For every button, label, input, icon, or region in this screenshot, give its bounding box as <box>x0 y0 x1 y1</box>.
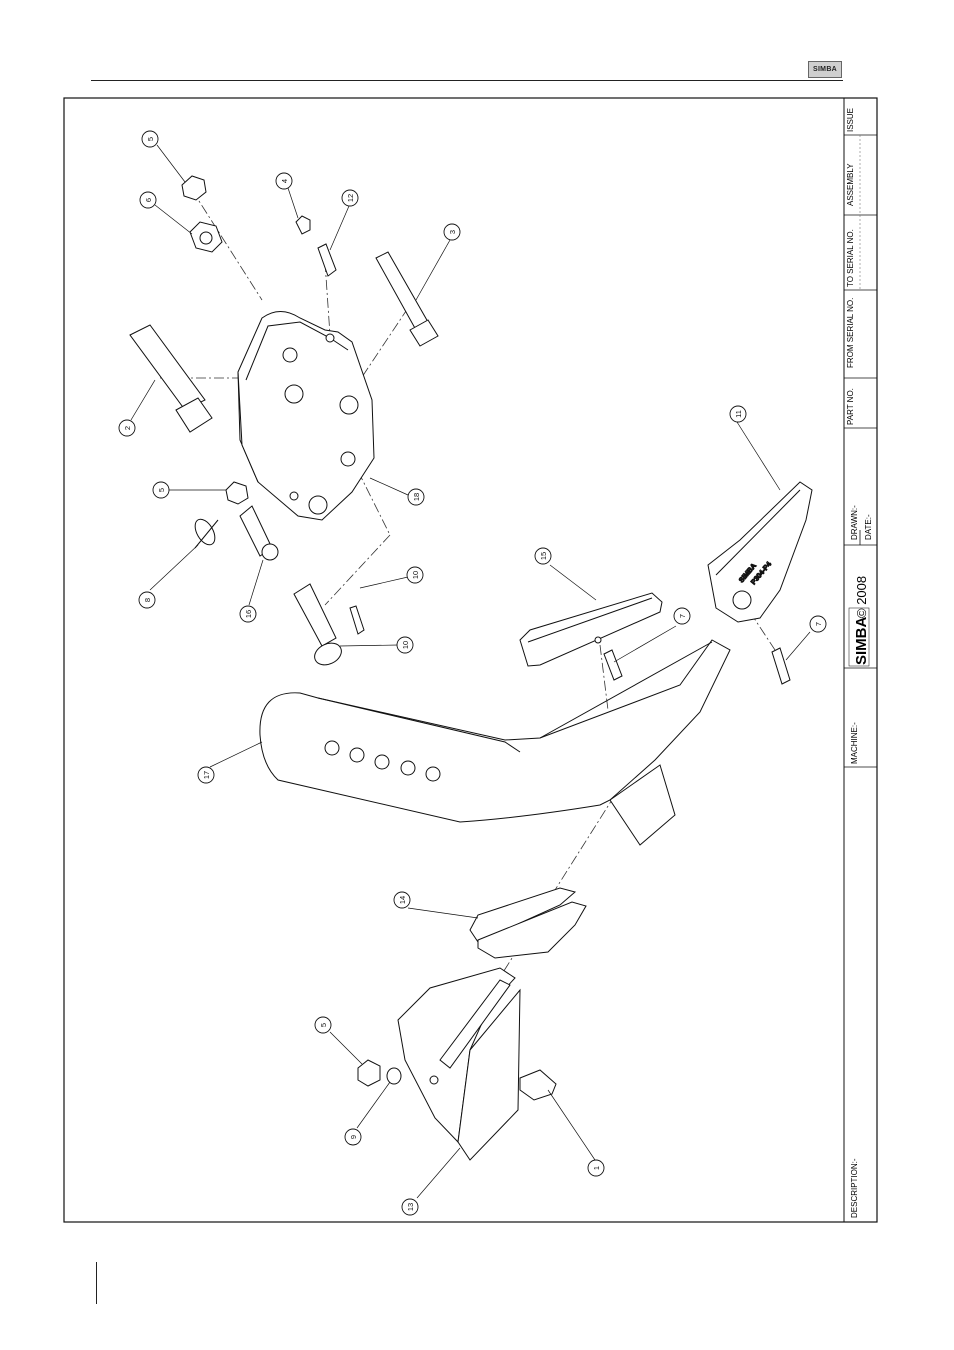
svg-text:10: 10 <box>411 571 420 579</box>
part-10-pin <box>294 584 364 669</box>
svg-text:18: 18 <box>412 493 421 501</box>
svg-text:9: 9 <box>349 1135 358 1139</box>
callout-bubble: 16 <box>240 606 256 622</box>
title-machine: MACHINE:- <box>850 722 859 764</box>
callout-bubble: 9 <box>345 1129 361 1145</box>
callout-bubble: 10 <box>407 567 423 583</box>
svg-text:13: 13 <box>406 1203 415 1211</box>
svg-text:3: 3 <box>448 230 457 234</box>
callout-bubble: 14 <box>394 892 410 908</box>
svg-text:14: 14 <box>398 896 407 904</box>
callout-bubble: 13 <box>402 1199 418 1215</box>
callout-bubble: 7 <box>674 608 690 624</box>
part-13-foot <box>398 968 520 1160</box>
svg-text:6: 6 <box>144 198 153 202</box>
callout-bubble: 4 <box>276 173 292 189</box>
callout-bubble: 2 <box>119 420 135 436</box>
callout-bubble: 5 <box>315 1017 331 1033</box>
svg-text:2: 2 <box>123 426 132 430</box>
title-to-serial: TO SERIAL NO. <box>846 229 855 287</box>
callout-bubble: 8 <box>139 592 155 608</box>
svg-text:15: 15 <box>539 552 548 560</box>
callout-bubble: 5 <box>142 131 158 147</box>
callout-bubble: 10 <box>397 637 413 653</box>
part-17-leg <box>260 640 730 845</box>
svg-text:16: 16 <box>244 610 253 618</box>
svg-text:7: 7 <box>678 614 687 618</box>
title-drawn: DRAWN:- <box>850 505 859 540</box>
title-assembly: ASSEMBLY <box>846 163 855 206</box>
svg-text:10: 10 <box>401 641 410 649</box>
part-3-bolt <box>376 252 438 346</box>
svg-text:5: 5 <box>157 488 166 492</box>
title-copyright: © 2008 <box>854 576 869 618</box>
callout-bubble: 11 <box>730 406 746 422</box>
svg-text:1: 1 <box>592 1166 601 1170</box>
svg-text:5: 5 <box>146 137 155 141</box>
part-11-point: SIMBA P304-P4 <box>708 482 812 622</box>
title-description: DESCRIPTION:- <box>850 1158 859 1218</box>
assembly-lines <box>160 190 775 985</box>
part-16-8-pins <box>191 506 278 560</box>
callout-bubble: 6 <box>140 192 156 208</box>
svg-text:17: 17 <box>202 771 211 779</box>
callout-bubble: 18 <box>408 489 424 505</box>
callout-bubble: 7 <box>810 616 826 632</box>
title-part-no: PART NO. <box>846 388 855 425</box>
part-14-shin <box>470 888 586 958</box>
svg-text:5: 5 <box>319 1023 328 1027</box>
title-brand: SIMBA <box>853 617 870 666</box>
callout-bubble: 12 <box>342 190 358 206</box>
title-date: DATE:- <box>864 514 873 540</box>
callout-bubble: 5 <box>153 482 169 498</box>
part-2-bolt <box>130 325 212 432</box>
callout-bubble: 3 <box>444 224 460 240</box>
title-issue: ISSUE <box>846 108 855 132</box>
part-15-plate <box>520 593 662 666</box>
callout-bubble: 15 <box>535 548 551 564</box>
svg-text:7: 7 <box>814 622 823 626</box>
svg-text:11: 11 <box>734 410 743 418</box>
svg-text:8: 8 <box>143 598 152 602</box>
title-from-serial: FROM SERIAL NO. <box>846 298 855 368</box>
svg-text:12: 12 <box>346 194 355 202</box>
callout-bubble: 1 <box>588 1160 604 1176</box>
part-18-top-bracket <box>238 312 374 521</box>
svg-text:4: 4 <box>280 179 289 183</box>
callout-bubble: 17 <box>198 767 214 783</box>
